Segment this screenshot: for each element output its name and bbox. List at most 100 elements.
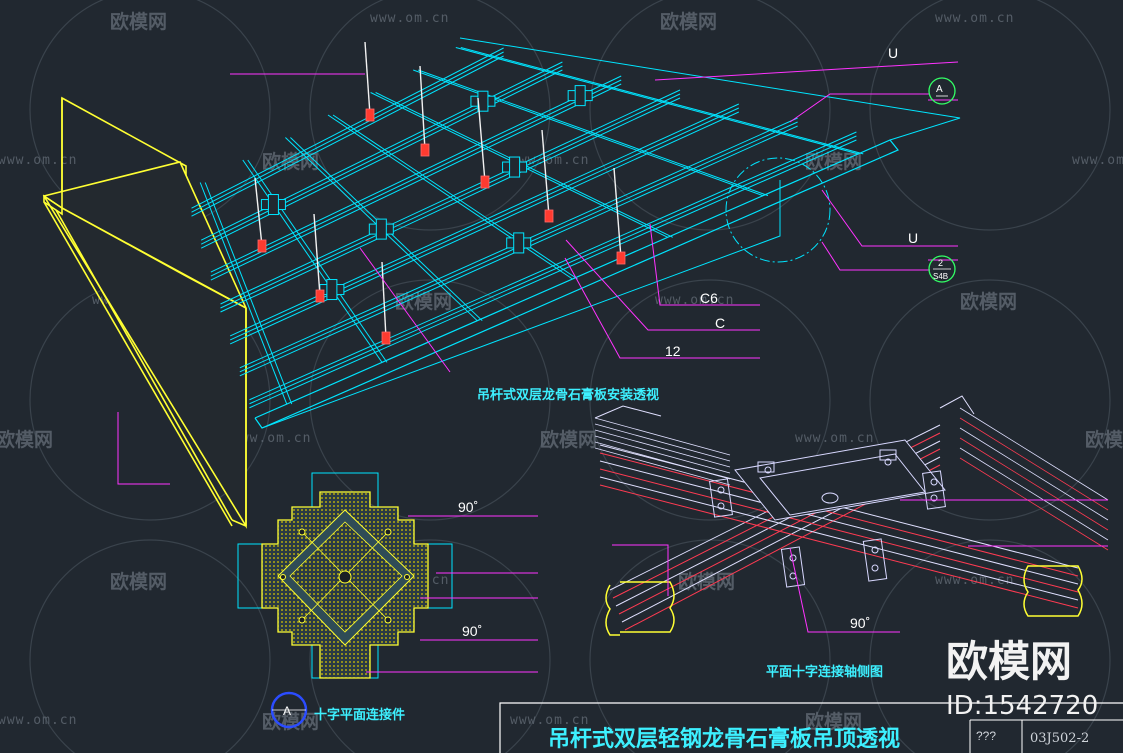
connector-plate <box>509 156 521 178</box>
angle-label-2: 90˚ <box>462 623 482 639</box>
cross-runner <box>332 114 578 280</box>
dimension-labels: U U C6 C 12 <box>665 45 918 359</box>
main-runner <box>229 111 740 345</box>
beam-end <box>1023 565 1083 617</box>
main-runner <box>249 135 857 405</box>
board-edge <box>459 37 961 141</box>
watermark-brand: 欧模网 <box>960 290 1017 313</box>
main-runner <box>210 79 622 277</box>
label-12: 12 <box>665 343 681 359</box>
beam-edge <box>594 429 731 468</box>
board-edge <box>254 139 899 429</box>
cross-axonometric-drawing: 90˚ 平面十字连接轴侧图 <box>594 395 1109 680</box>
label-u-right: U <box>908 230 918 246</box>
hanger-clip <box>420 143 430 157</box>
hanger-rod <box>541 129 550 217</box>
cross-runner <box>204 182 293 405</box>
beam-end <box>605 584 620 636</box>
cross-runner <box>327 114 573 280</box>
watermark-brand: 欧模网 <box>110 10 167 33</box>
hanger-rod <box>613 167 622 259</box>
brand-badge: 欧模网 ID:1542720 <box>946 637 1098 721</box>
beam-end <box>594 395 975 419</box>
watermark-layer <box>29 0 1111 753</box>
badge-brand: 欧模网 <box>946 637 1072 686</box>
main-perspective-drawing: A 2 S4B U U C6 C 12 吊杆式双层龙骨石膏板安装透视 <box>42 37 961 529</box>
beam-edge <box>599 452 1079 577</box>
beam-edge <box>959 437 1109 531</box>
main-runner <box>191 51 504 213</box>
watermark-brand: 欧模网 <box>805 710 862 733</box>
hanger-clip <box>315 289 325 303</box>
beam-edge <box>599 484 1079 609</box>
connector-plate <box>267 194 279 216</box>
watermark-url: www.om.cn <box>0 713 77 728</box>
main-caption: 吊杆式双层龙骨石膏板安装透视 <box>477 387 659 403</box>
connector-plate <box>574 85 586 107</box>
label-u-top: U <box>888 45 898 61</box>
watermark-brand: 欧模网 <box>805 150 862 173</box>
watermark-url: www.om.cn <box>370 11 449 26</box>
beam-edge <box>599 476 1079 601</box>
hanger-rod <box>313 213 321 297</box>
wall-slab <box>42 96 247 529</box>
board-edge <box>261 180 781 429</box>
hanger-rod <box>254 177 263 247</box>
cross-side-caption: 平面十字连接轴侧图 <box>766 664 883 680</box>
beam-edge <box>959 427 1109 521</box>
label-c6: C6 <box>700 290 718 306</box>
cross-runner <box>418 69 769 197</box>
hanger-rods <box>254 41 626 345</box>
grid-marker-a-bottom: A <box>283 704 291 718</box>
watermark-brand: 欧模网 <box>0 428 53 451</box>
cross-plan-caption: 十字平面连接件 <box>314 707 405 723</box>
watermark-url: www.om.cn <box>510 713 589 728</box>
watermark-url: www.om.cn <box>0 153 77 168</box>
ceiling-frame <box>191 37 961 429</box>
beam-edge <box>599 460 1079 585</box>
cross-plan-connector: 90˚ 90˚ A 十字平面连接件 <box>237 472 538 729</box>
cross-runner <box>460 47 864 155</box>
hanger-clip <box>544 209 554 223</box>
detail-circle <box>725 157 831 263</box>
grid-marker-2-sub: S4B <box>933 272 948 281</box>
axo-cross-beam <box>594 395 1109 633</box>
angle-label-1: 90˚ <box>458 499 478 515</box>
beam-edge <box>594 435 731 474</box>
atlas-number: 03J502-2 <box>1030 731 1089 746</box>
grid-marker-a: A <box>936 84 943 95</box>
grid-marker-2: 2 <box>938 258 943 268</box>
connector-plate <box>326 279 338 301</box>
main-runner <box>220 93 681 309</box>
connector-plate <box>375 218 387 240</box>
cross-runner <box>455 47 859 155</box>
main-runner <box>200 65 563 245</box>
watermark-url: www.om.cn <box>1072 153 1123 168</box>
watermark-brand: 欧模网 <box>660 10 717 33</box>
cross-runner <box>242 159 383 363</box>
hanger-rod <box>477 97 486 183</box>
beam-edge <box>594 441 731 480</box>
connector-plate <box>513 232 525 254</box>
leader-lines <box>117 61 959 485</box>
watermark-brand: 欧模网 <box>110 570 167 593</box>
main-runner <box>191 55 504 217</box>
beam-edge <box>599 468 1079 593</box>
watermark-url: www.om.cn <box>795 431 874 446</box>
beam-edge <box>594 417 731 456</box>
beam-edge <box>594 447 731 486</box>
figure-number: ??? <box>976 729 996 743</box>
beam-edge <box>959 417 1109 511</box>
watermark-url: www.om.cn <box>232 431 311 446</box>
angle-label-3: 90˚ <box>850 615 870 631</box>
main-runner <box>210 83 622 281</box>
beam-edge <box>594 423 731 462</box>
drawing-title: 吊杆式双层轻钢龙骨石膏板吊顶透视 <box>548 726 900 752</box>
beam-edge <box>959 407 1109 501</box>
beam-edge <box>959 447 1109 541</box>
hanger-rod <box>419 65 426 151</box>
hanger-clip <box>480 175 490 189</box>
title-block: 吊杆式双层轻钢龙骨石膏板吊顶透视 ??? 03J502-2 <box>499 702 1123 753</box>
